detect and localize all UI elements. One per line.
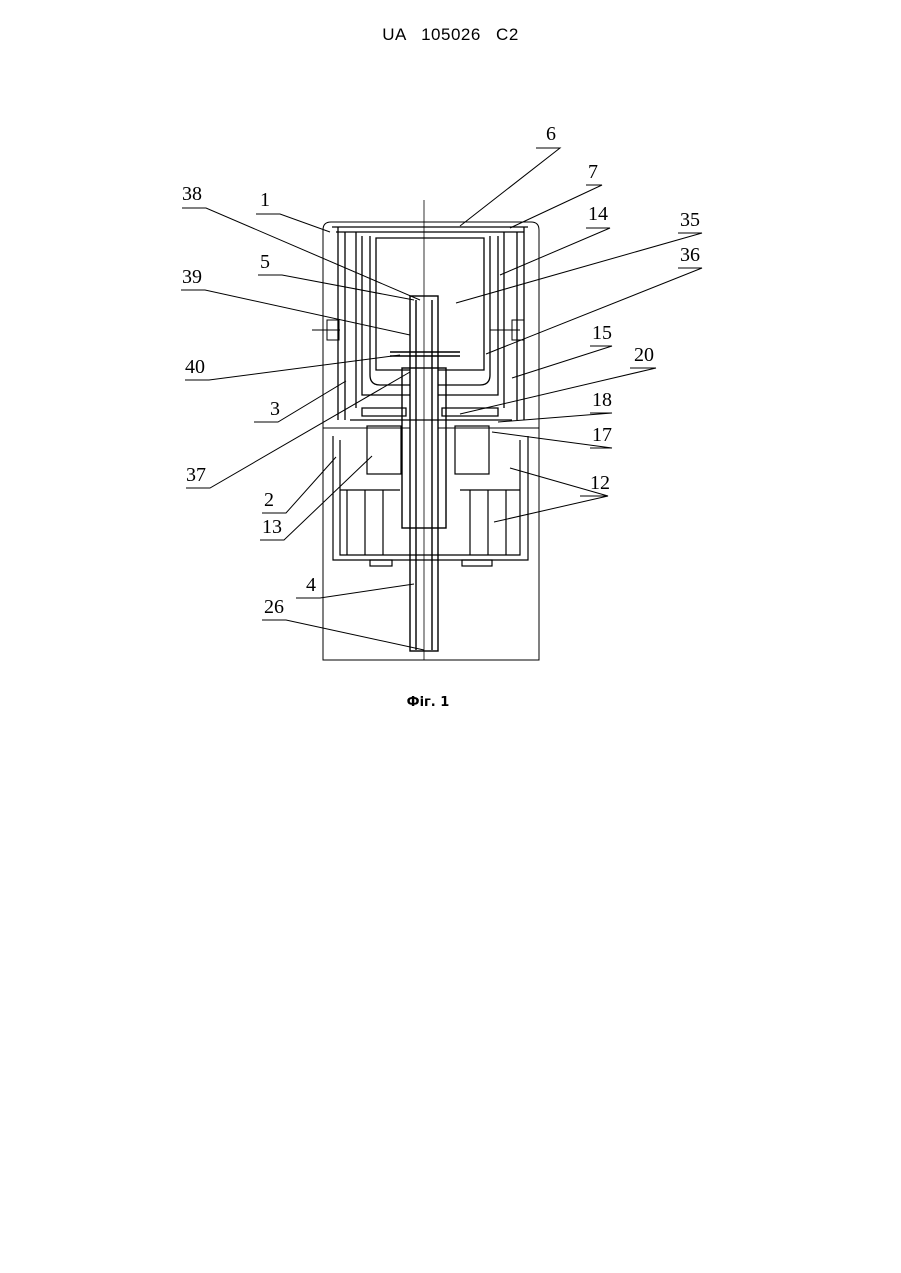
ref-6: 6 bbox=[546, 123, 556, 145]
ref-37: 37 bbox=[186, 464, 206, 486]
ref-14: 14 bbox=[588, 203, 608, 225]
ref-7: 7 bbox=[588, 161, 598, 183]
ref-5: 5 bbox=[260, 251, 270, 273]
ref-40: 40 bbox=[185, 356, 205, 378]
figure-caption: Фіг. 1 bbox=[0, 695, 856, 710]
ref-13: 13 bbox=[262, 516, 282, 538]
ref-39: 39 bbox=[182, 266, 202, 288]
ref-17: 17 bbox=[592, 424, 612, 446]
ref-35: 35 bbox=[680, 209, 700, 231]
ref-15: 15 bbox=[592, 322, 612, 344]
ref-12: 12 bbox=[590, 472, 610, 494]
ref-18: 18 bbox=[592, 389, 612, 411]
leader-lines bbox=[181, 148, 702, 650]
ref-2: 2 bbox=[264, 489, 274, 511]
ref-36: 36 bbox=[680, 244, 700, 266]
ref-3: 3 bbox=[270, 398, 280, 420]
ref-1: 1 bbox=[260, 189, 270, 211]
ref-20: 20 bbox=[634, 344, 654, 366]
ref-4: 4 bbox=[306, 574, 316, 596]
ref-26: 26 bbox=[264, 596, 284, 618]
patent-drawing: 6 7 38 1 14 35 36 5 39 15 40 20 3 18 37 … bbox=[0, 0, 901, 760]
ref-38: 38 bbox=[182, 183, 202, 205]
